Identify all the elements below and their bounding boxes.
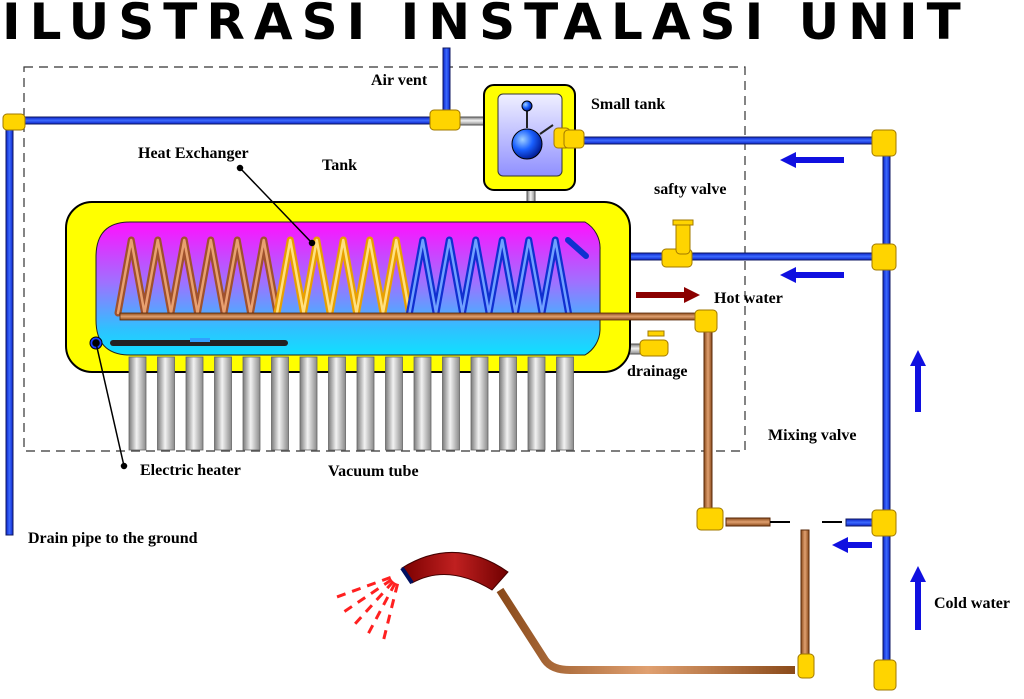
vacuum-tube <box>299 356 318 451</box>
pipe-fitting <box>873 659 897 691</box>
spray-dash <box>354 616 363 625</box>
installation-frame <box>23 66 746 452</box>
vacuum-tube <box>185 356 204 451</box>
vacuum-tube <box>328 356 346 451</box>
leader-lines <box>92 164 316 470</box>
flow-arrows <box>636 152 926 630</box>
label-tank: Tank <box>322 157 357 174</box>
vacuum-tube <box>442 356 460 451</box>
water-spray <box>336 576 400 640</box>
pipe-fitting <box>696 507 724 531</box>
pipe-fitting <box>694 309 718 333</box>
spray-dash <box>356 596 367 604</box>
vacuum-tube <box>128 356 147 451</box>
label-vacuum-tube: Vacuum tube <box>328 463 419 480</box>
arrow-left-top-head <box>780 152 796 168</box>
label-heat-exchanger: Heat Exchanger <box>138 145 249 162</box>
label-small-tank: Small tank <box>591 96 666 113</box>
spray-dash <box>386 580 395 590</box>
spray-dash <box>374 610 382 620</box>
spray-dash <box>336 592 347 599</box>
vacuum-tube <box>157 356 175 451</box>
diagram-title: ILUSTRASI INSTALASI UNIT <box>2 0 970 51</box>
spray-dash <box>381 576 392 582</box>
label-air-vent: Air vent <box>371 72 428 89</box>
arrow-hot-water-head <box>684 287 700 303</box>
label-drain-pipe: Drain pipe to the ground <box>28 530 198 547</box>
pipe-fittings <box>2 109 897 691</box>
pipe-fitting <box>2 113 26 131</box>
pipe-fitting <box>563 129 585 149</box>
pipe-fitting <box>675 221 691 255</box>
coil-outlet <box>565 237 589 259</box>
label-mixing-valve: Mixing valve <box>768 427 857 444</box>
spray-dash <box>366 581 377 588</box>
spray-dash <box>351 586 362 593</box>
vacuum-tube <box>470 356 489 451</box>
pipe-fitting <box>797 653 815 679</box>
vacuum-tube <box>413 356 432 451</box>
drainage-valve-handle <box>647 330 665 337</box>
vacuum-tube <box>499 356 517 451</box>
vacuum-tubes <box>128 356 574 451</box>
spray-dash <box>390 598 396 609</box>
vacuum-tube <box>242 356 261 451</box>
pipe-fitting <box>871 243 897 271</box>
spray-dash <box>382 596 390 606</box>
arrow-up-mid-head <box>910 350 926 366</box>
vacuum-tube <box>271 356 289 451</box>
spray-dash <box>383 578 393 586</box>
label-hot-water: Hot water <box>714 290 783 307</box>
pipe-fitting <box>871 509 897 537</box>
vacuum-tube <box>214 356 232 451</box>
pipe-fitting <box>429 109 461 131</box>
spray-dash <box>393 583 400 593</box>
vacuum-tube <box>385 356 403 451</box>
heat-exchanger-return-pipe <box>119 312 696 321</box>
spray-dash <box>343 605 353 613</box>
spray-dash <box>386 614 392 624</box>
arrow-left-mixing-head <box>832 537 848 553</box>
shower-hose <box>400 551 509 591</box>
vacuum-tube <box>556 356 574 451</box>
pipe-fitting <box>639 339 669 357</box>
coil-highlight <box>275 238 411 315</box>
vacuum-tube <box>527 356 546 451</box>
spray-dash <box>382 629 388 640</box>
electric-heater-rod <box>110 340 288 346</box>
spray-dash <box>364 604 374 613</box>
small-tank <box>483 84 576 191</box>
arrow-left-mid-head <box>780 267 796 283</box>
spray-dash <box>375 592 384 602</box>
label-cold-water: Cold water <box>934 595 1010 612</box>
vacuum-tube <box>356 356 375 451</box>
spray-dash <box>389 582 397 592</box>
pipe-fitting <box>871 129 897 157</box>
arrow-up-cold-head <box>910 566 926 582</box>
spray-dash <box>367 624 375 634</box>
label-drainage: drainage <box>627 363 688 380</box>
spray-dash <box>370 587 380 595</box>
safety-valve-handle <box>672 219 694 226</box>
label-electric-heater: Electric heater <box>140 462 241 479</box>
label-safety-valve: safty valve <box>654 181 727 198</box>
